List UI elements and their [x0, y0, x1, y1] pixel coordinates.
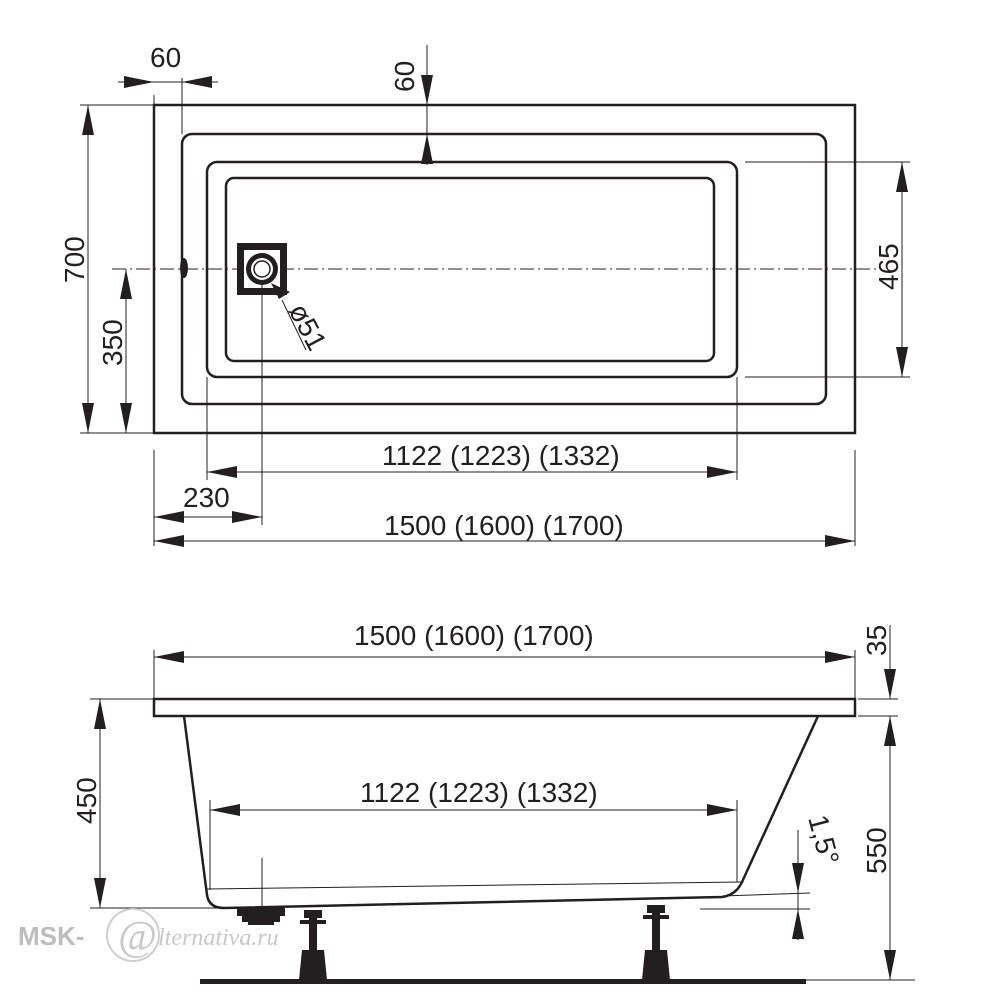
side-length-label: 1500 (1600) (1700) [354, 620, 594, 651]
depth-label: 450 [71, 777, 102, 824]
arrow-icon [896, 347, 908, 377]
leg-left-icon [299, 910, 327, 980]
width-label: 700 [59, 236, 90, 283]
arrow-icon [707, 466, 737, 478]
drain-icon [237, 243, 287, 295]
arrow-icon [884, 950, 896, 980]
watermark: MSK- @ lternativa.ru [18, 908, 279, 962]
arrow-icon [210, 804, 240, 816]
rim-left-label: 60 [150, 42, 181, 73]
ext-line [721, 892, 811, 897]
arrow-icon [82, 105, 94, 135]
half-width-label: 350 [97, 319, 128, 366]
overflow-icon [180, 258, 188, 278]
arrow-icon [792, 909, 804, 939]
arrow-icon [207, 466, 237, 478]
drain-offset-label: 230 [183, 482, 230, 513]
arrow-icon [154, 651, 184, 663]
floor-line [200, 979, 806, 984]
arrow-icon [232, 511, 262, 523]
arrow-icon [825, 651, 855, 663]
arrow-icon [707, 804, 737, 816]
arrow-icon [154, 535, 184, 547]
arrow-icon [421, 75, 433, 105]
tub-floor-line [206, 881, 743, 890]
arrow-icon [154, 511, 184, 523]
side-inner-length-label: 1122 (1223) (1332) [360, 777, 598, 808]
rim-profile [152, 697, 857, 718]
arrow-icon [421, 134, 433, 164]
tub-body-profile [182, 715, 820, 910]
arrow-icon [884, 669, 896, 699]
length-label: 1500 (1600) (1700) [384, 510, 624, 541]
arrow-icon [94, 699, 106, 729]
leg-right-icon [642, 905, 670, 980]
rim-top-label: 60 [389, 61, 420, 92]
drain-leader-line [281, 299, 307, 351]
inner-width-label: 465 [873, 243, 904, 290]
slope-label: 1,5° [802, 812, 845, 868]
arrow-icon [792, 863, 804, 893]
arrow-icon [82, 403, 94, 433]
watermark-suffix: lternativa.ru [158, 925, 279, 951]
arrow-icon [182, 76, 212, 88]
watermark-ring-icon [106, 908, 160, 962]
drain-leader-arrow [271, 283, 290, 299]
arrow-icon [120, 269, 132, 299]
top-view: ø51 60 60 700 350 465 [59, 42, 910, 547]
inner-length-label: 1122 (1223) (1332) [382, 440, 620, 471]
watermark-at: @ [118, 914, 157, 960]
rim-thickness-label: 35 [861, 625, 892, 656]
arrow-icon [896, 162, 908, 192]
drain-diameter-label: ø51 [283, 298, 333, 355]
arrow-icon [94, 878, 106, 908]
drain-body-icon [237, 908, 285, 925]
height-label: 550 [861, 827, 892, 874]
watermark-prefix: MSK- [18, 921, 84, 951]
arrow-icon [120, 403, 132, 433]
side-view: 1500 (1600) (1700) 35 550 450 1122 (1223… [71, 620, 915, 984]
arrow-icon [825, 535, 855, 547]
arrow-icon [124, 76, 154, 88]
